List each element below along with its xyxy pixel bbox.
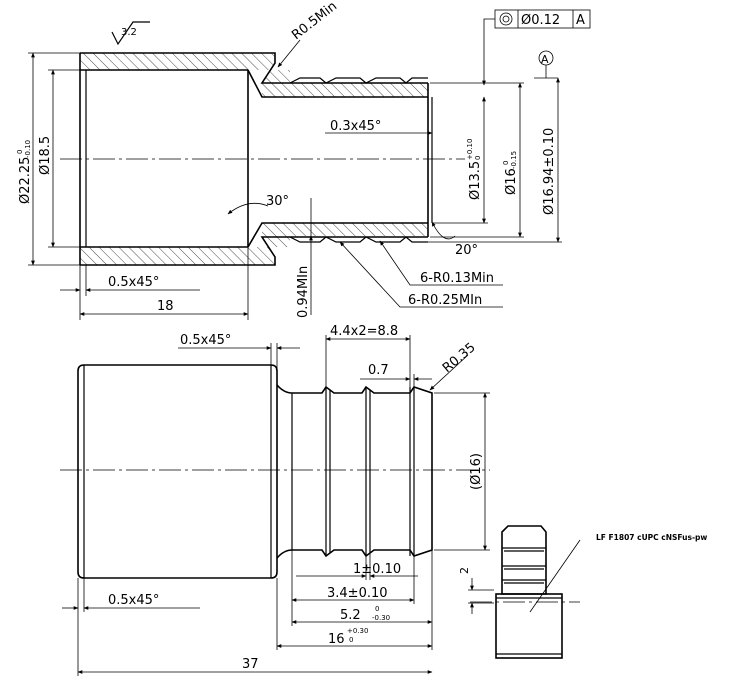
angle-arc-shoulder	[227, 202, 269, 215]
svg-text:A: A	[541, 53, 549, 66]
dim-tube-bore: Ø13.5 +0.10 0	[466, 139, 483, 200]
surface-finish-symbol: 3.2	[111, 21, 150, 46]
svg-text:-0.10: -0.10	[24, 140, 32, 158]
marking-detail-view: LF F1807 cUPC cNSFus-pw 2	[458, 525, 707, 659]
leader-radius-end	[429, 354, 469, 391]
datum-marker-a: A	[534, 50, 558, 79]
section-wall-bottom	[80, 223, 428, 265]
dim-wall: 0.94MIn	[296, 266, 311, 318]
svg-text:Ø16: Ø16	[504, 168, 519, 195]
section-tube-bore-bottom	[247, 222, 428, 248]
angle-end: 20°	[455, 243, 478, 258]
svg-text:Ø13.5: Ø13.5	[468, 161, 483, 200]
leader-radius-small	[379, 240, 503, 286]
angle-arc-end	[431, 221, 456, 240]
svg-text:0: 0	[349, 636, 353, 644]
dim-barb-dia: Ø16 0 -0.15	[502, 151, 519, 195]
svg-text:+0.30: +0.30	[347, 627, 368, 635]
elevation-view: 0.5x45° 4.4x2=8.8 0.7 R0.35 (Ø16) 1±0.10…	[60, 324, 490, 676]
dim-barb-len: 5.2 0 -0.30	[340, 605, 390, 623]
dim-length-body: 18	[157, 299, 174, 314]
dim-bore: Ø18.5	[38, 136, 53, 175]
dim-insert-len: 16 +0.30 0	[328, 627, 368, 647]
svg-text:-0.15: -0.15	[510, 151, 518, 169]
marking-text: LF F1807 cUPC cNSFus-pw	[596, 533, 707, 542]
svg-text:-0.30: -0.30	[372, 614, 390, 622]
svg-text:6-R0.13Min: 6-R0.13Min	[420, 271, 494, 286]
svg-text:0: 0	[502, 161, 510, 165]
svg-text:Ø0.12: Ø0.12	[521, 13, 560, 28]
radius-end: R0.35	[440, 340, 479, 376]
elevation-body-outline	[77, 364, 278, 579]
section-outline-bottom	[80, 236, 428, 266]
dim-chamfer-left: 0.5x45°	[108, 275, 159, 290]
tolerance-frame: Ø0.12 A	[482, 9, 591, 86]
dim-ref-dia: (Ø16)	[469, 453, 484, 490]
svg-text:5.2: 5.2	[340, 608, 361, 623]
dim-pitch: 4.4x2=8.8	[330, 324, 398, 339]
detail-insert-outline	[501, 525, 547, 595]
svg-text:A: A	[576, 13, 585, 28]
section-tube-bore-top	[247, 69, 428, 98]
svg-text:3.2: 3.2	[121, 27, 137, 38]
svg-text:+0.10: +0.10	[466, 139, 474, 160]
dim-outer-diameter: Ø22.25 0 -0.10	[16, 140, 33, 204]
dim-end-land: 0.7	[368, 363, 389, 378]
dim-groove-width: 1±0.10	[353, 562, 401, 577]
svg-text:0: 0	[474, 156, 482, 160]
dim-first-groove: 3.4±0.10	[327, 586, 388, 601]
barb-profile-top	[289, 77, 428, 84]
dim-chamfer-left-elev: 0.5x45°	[108, 593, 159, 608]
svg-text:16: 16	[328, 632, 345, 647]
svg-text:0: 0	[375, 605, 379, 613]
svg-text:Ø22.25: Ø22.25	[18, 157, 33, 204]
dim-chamfer-shoulder: 0.5x45°	[180, 333, 231, 348]
section-wall-top	[80, 53, 428, 97]
svg-text:6-R0.25MIn: 6-R0.25MIn	[408, 293, 482, 308]
svg-text:0.3x45°: 0.3x45°	[330, 119, 381, 134]
detail-body-outline	[495, 593, 563, 659]
dim-tube-od: Ø16.94±0.10	[542, 128, 557, 215]
barb-profile-bottom	[289, 236, 428, 243]
leader-marking	[529, 539, 581, 613]
dim-mark-height: 2	[458, 567, 471, 574]
leader-radius-top	[277, 39, 301, 68]
leader-radius-large	[339, 241, 503, 308]
elevation-insert-outline	[276, 384, 433, 559]
section-outline-top	[80, 52, 428, 84]
section-view: 3.2 R0.5Min Ø0.12 A A Ø22.25	[16, 0, 591, 320]
svg-text:R0.5Min: R0.5Min	[289, 0, 340, 43]
angle-shoulder: 30°	[266, 194, 289, 209]
svg-text:0: 0	[16, 150, 24, 154]
dim-total-length: 37	[242, 657, 259, 672]
